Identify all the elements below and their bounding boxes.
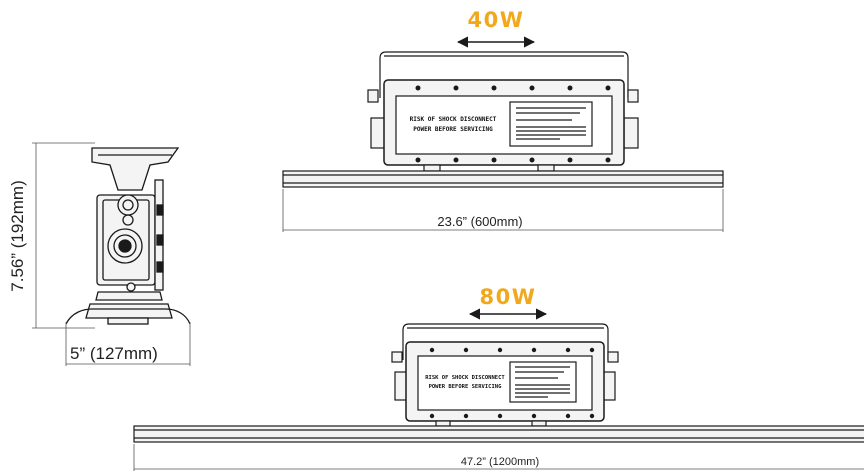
length-80w-dimension bbox=[133, 444, 864, 471]
warning-80w-line2: POWER BEFORE SERVICING bbox=[429, 384, 503, 390]
rail-40w bbox=[282, 170, 724, 188]
length-80w-label: 47.2” (1200mm) bbox=[461, 456, 539, 468]
length-40w-label: 23.6” (600mm) bbox=[437, 214, 522, 229]
fixture-40w-screws bbox=[415, 85, 611, 163]
wattage-40w-label: 40W bbox=[468, 8, 525, 32]
rail-80w bbox=[133, 425, 864, 443]
length-40w-dimension bbox=[282, 189, 724, 232]
warning-80w-line1: RISK OF SHOCK DISCONNECT bbox=[425, 375, 505, 381]
width-dimension bbox=[65, 322, 191, 366]
height-dimension bbox=[32, 142, 95, 329]
width-label: 5” (127mm) bbox=[70, 344, 158, 363]
side-view bbox=[65, 147, 191, 325]
fixture-80w-screws bbox=[429, 347, 595, 419]
fixture-40w-drawing bbox=[367, 51, 639, 172]
height-label: 7.56” (192mm) bbox=[8, 180, 27, 291]
wattage-80w-label: 80W bbox=[480, 285, 537, 309]
fixture-80w-drawing bbox=[391, 323, 619, 427]
warning-40w-line2: POWER BEFORE SERVICING bbox=[413, 126, 493, 133]
warning-40w-line1: RISK OF SHOCK DISCONNECT bbox=[410, 116, 497, 123]
